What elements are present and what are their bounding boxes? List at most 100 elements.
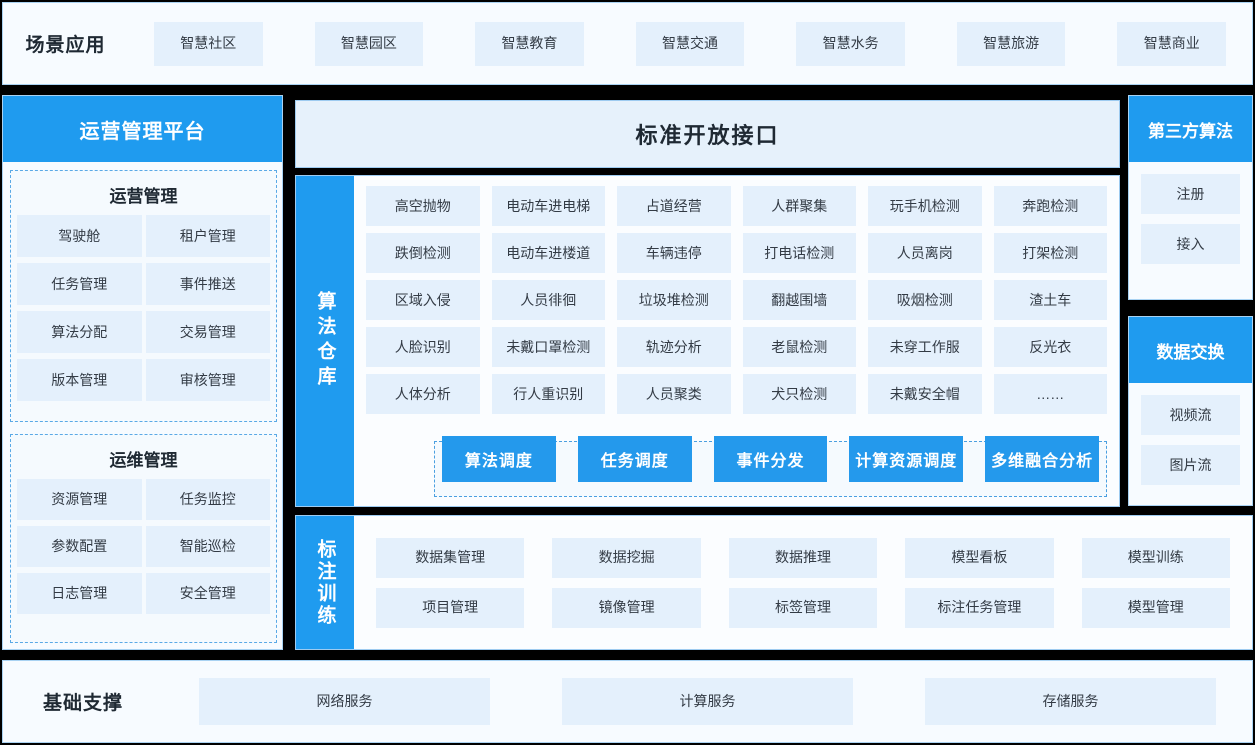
algo-item-dog-detection[interactable]: 犬只检测	[742, 374, 856, 414]
sched-button-multidim-fusion-analysis[interactable]: 多维融合分析	[985, 436, 1099, 482]
algo-item-face-recognition[interactable]: 人脸识别	[366, 327, 480, 367]
algo-item-rat-detection[interactable]: 老鼠检测	[742, 327, 856, 367]
scene-item-smart-water[interactable]: 智慧水务	[796, 21, 905, 66]
operations-management-title: 运营管理	[109, 187, 178, 206]
ops-item-version-management[interactable]: 版本管理	[17, 359, 142, 401]
ops-item-tenant-management[interactable]: 租户管理	[145, 215, 270, 257]
third-party-algorithm-title: 第三方算法	[1129, 96, 1252, 162]
maint-item-smart-inspection[interactable]: 智能巡检	[145, 526, 270, 567]
data-exchange-list: 视频流 图片流	[1129, 383, 1252, 485]
algo-item-trajectory-analysis[interactable]: 轨迹分析	[617, 327, 731, 367]
maint-item-task-monitoring[interactable]: 任务监控	[145, 479, 270, 520]
annotation-training-side-label: 标注训练	[296, 516, 354, 649]
maintenance-management-grid: 资源管理 任务监控 参数配置 智能巡检 日志管理 安全管理	[11, 479, 276, 614]
base-support-item-network-service[interactable]: 网络服务	[199, 678, 490, 725]
ops-item-transaction-management[interactable]: 交易管理	[145, 311, 270, 353]
third-party-item-access[interactable]: 接入	[1141, 224, 1240, 264]
algo-item-garbage-pile-detection[interactable]: 垃圾堆检测	[617, 280, 731, 320]
maintenance-management-title: 运维管理	[109, 451, 178, 470]
algo-item-reflective-vest[interactable]: 反光衣	[993, 327, 1107, 367]
third-party-algorithm-list: 注册 接入	[1129, 162, 1252, 264]
algo-item-no-mask-detection[interactable]: 未戴口罩检测	[491, 327, 605, 367]
maint-item-log-management[interactable]: 日志管理	[17, 573, 142, 614]
data-exchange-title: 数据交换	[1129, 317, 1252, 383]
maint-item-parameter-config[interactable]: 参数配置	[17, 526, 142, 567]
algo-item-phone-usage-detection[interactable]: 玩手机检测	[868, 186, 982, 226]
ops-item-audit-management[interactable]: 审核管理	[145, 359, 270, 401]
sched-button-compute-resource-scheduling[interactable]: 计算资源调度	[849, 436, 964, 482]
annot-item-model-dashboard[interactable]: 模型看板	[905, 537, 1054, 578]
algo-item-person-clustering[interactable]: 人员聚类	[617, 374, 731, 414]
operations-platform-panel: 运营管理平台 运营管理 驾驶舱 租户管理 任务管理 事件推送 算法分配 交易管理…	[2, 95, 283, 650]
algo-item-loitering[interactable]: 人员徘徊	[491, 280, 605, 320]
algo-item-illegal-parking[interactable]: 车辆违停	[617, 233, 731, 273]
scene-application-band: 场景应用 智慧社区 智慧园区 智慧教育 智慧交通 智慧水务 智慧旅游 智慧商业	[2, 2, 1253, 85]
algo-item-crowd-gathering[interactable]: 人群聚集	[742, 186, 856, 226]
base-support-band: 基础支撑 网络服务 计算服务 存储服务	[2, 660, 1253, 743]
scheduling-buttons-row: 算法调度 任务调度 事件分发 计算资源调度 多维融合分析	[442, 436, 1099, 482]
annot-item-model-management[interactable]: 模型管理	[1081, 587, 1230, 628]
algo-item-phone-call-detection[interactable]: 打电话检测	[742, 233, 856, 273]
algo-item-ebike-in-corridor[interactable]: 电动车进楼道	[491, 233, 605, 273]
maint-item-security-management[interactable]: 安全管理	[145, 573, 270, 614]
algorithm-grid: 高空抛物 电动车进电梯 占道经营 人群聚集 玩手机检测 奔跑检测 跌倒检测 电动…	[354, 176, 1119, 414]
standard-open-interface-bar: 标准开放接口	[295, 100, 1120, 168]
algo-item-high-altitude-throwing[interactable]: 高空抛物	[366, 186, 480, 226]
sched-button-event-distribution[interactable]: 事件分发	[713, 436, 828, 482]
algo-item-person-reid[interactable]: 行人重识别	[491, 374, 605, 414]
algo-item-wall-climbing[interactable]: 翻越围墙	[742, 280, 856, 320]
third-party-item-register[interactable]: 注册	[1141, 174, 1240, 214]
algo-item-fall-detection[interactable]: 跌倒检测	[366, 233, 480, 273]
annot-item-data-inference[interactable]: 数据推理	[728, 537, 878, 578]
base-support-item-storage-service[interactable]: 存储服务	[925, 678, 1216, 725]
scene-item-smart-community[interactable]: 智慧社区	[154, 21, 263, 66]
algo-item-running-detection[interactable]: 奔跑检测	[993, 186, 1107, 226]
scene-item-smart-tourism[interactable]: 智慧旅游	[956, 21, 1066, 66]
scene-item-smart-transport[interactable]: 智慧交通	[635, 21, 745, 66]
ops-item-event-push[interactable]: 事件推送	[145, 263, 270, 305]
ops-item-cockpit[interactable]: 驾驶舱	[17, 215, 142, 257]
data-exchange-item-video-stream[interactable]: 视频流	[1141, 395, 1240, 435]
algo-item-personnel-absence[interactable]: 人员离岗	[868, 233, 982, 273]
algo-item-street-occupation[interactable]: 占道经营	[617, 186, 731, 226]
algo-item-ebike-in-elevator[interactable]: 电动车进电梯	[491, 186, 605, 226]
ops-item-algorithm-allocation[interactable]: 算法分配	[17, 311, 142, 353]
sched-button-algorithm-scheduling[interactable]: 算法调度	[442, 436, 556, 482]
algo-item-area-intrusion[interactable]: 区域入侵	[366, 280, 480, 320]
operations-platform-title: 运营管理平台	[3, 96, 282, 162]
base-support-items: 网络服务 计算服务 存储服务	[163, 661, 1252, 742]
operations-management-group: 运营管理 驾驶舱 租户管理 任务管理 事件推送 算法分配 交易管理 版本管理 审…	[10, 170, 277, 422]
scene-application-title: 场景应用	[25, 35, 106, 56]
annot-item-annotation-task-management[interactable]: 标注任务管理	[905, 587, 1054, 628]
third-party-algorithm-panel: 第三方算法 注册 接入	[1128, 95, 1253, 300]
annot-item-dataset-management[interactable]: 数据集管理	[376, 537, 525, 578]
scene-application-items: 智慧社区 智慧园区 智慧教育 智慧交通 智慧水务 智慧旅游 智慧商业	[128, 3, 1252, 84]
algo-item-no-uniform[interactable]: 未穿工作服	[868, 327, 982, 367]
base-support-title: 基础支撑	[42, 693, 123, 714]
scene-item-smart-education[interactable]: 智慧教育	[475, 21, 584, 66]
algo-item-body-analysis[interactable]: 人体分析	[366, 374, 480, 414]
annot-item-data-mining[interactable]: 数据挖掘	[552, 537, 701, 578]
sched-button-task-scheduling[interactable]: 任务调度	[577, 436, 692, 482]
maintenance-management-group: 运维管理 资源管理 任务监控 参数配置 智能巡检 日志管理 安全管理	[10, 434, 277, 643]
operations-management-grid: 驾驶舱 租户管理 任务管理 事件推送 算法分配 交易管理 版本管理 审核管理	[11, 215, 276, 401]
data-exchange-item-image-stream[interactable]: 图片流	[1141, 445, 1240, 485]
algorithm-warehouse-side-label: 算法仓库	[296, 176, 354, 506]
base-support-item-compute-service[interactable]: 计算服务	[562, 678, 853, 725]
data-exchange-panel: 数据交换 视频流 图片流	[1128, 316, 1253, 506]
annotation-training-grid: 数据集管理 数据挖掘 数据推理 模型看板 模型训练 项目管理 镜像管理 标签管理…	[354, 516, 1252, 649]
maint-item-resource-management[interactable]: 资源管理	[17, 479, 142, 520]
annot-item-model-training[interactable]: 模型训练	[1081, 537, 1230, 578]
scene-item-smart-business[interactable]: 智慧商业	[1117, 21, 1227, 66]
algo-item-muck-truck[interactable]: 渣土车	[993, 280, 1107, 320]
scene-item-smart-park[interactable]: 智慧园区	[314, 21, 424, 66]
algo-item-fight-detection[interactable]: 打架检测	[993, 233, 1107, 273]
annot-item-project-management[interactable]: 项目管理	[376, 587, 525, 628]
ops-item-task-management[interactable]: 任务管理	[17, 263, 142, 305]
algo-item-no-helmet[interactable]: 未戴安全帽	[868, 374, 982, 414]
annot-item-image-management[interactable]: 镜像管理	[552, 587, 701, 628]
annot-item-label-management[interactable]: 标签管理	[728, 587, 878, 628]
annotation-training-panel: 标注训练 数据集管理 数据挖掘 数据推理 模型看板 模型训练 项目管理 镜像管理…	[295, 515, 1253, 650]
algo-item-smoking-detection[interactable]: 吸烟检测	[868, 280, 982, 320]
